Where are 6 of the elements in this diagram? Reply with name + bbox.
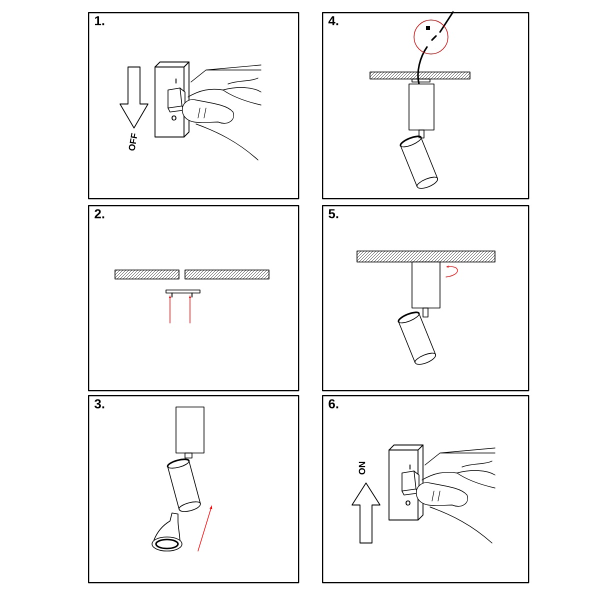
direction-label: ON — [358, 462, 366, 474]
direction-label: OFF — [128, 132, 137, 151]
panel-box: 3. — [88, 395, 300, 584]
panel-box: 4. — [322, 12, 530, 200]
panel-box: 5. — [322, 205, 530, 392]
panel-box: 2. — [88, 205, 300, 392]
